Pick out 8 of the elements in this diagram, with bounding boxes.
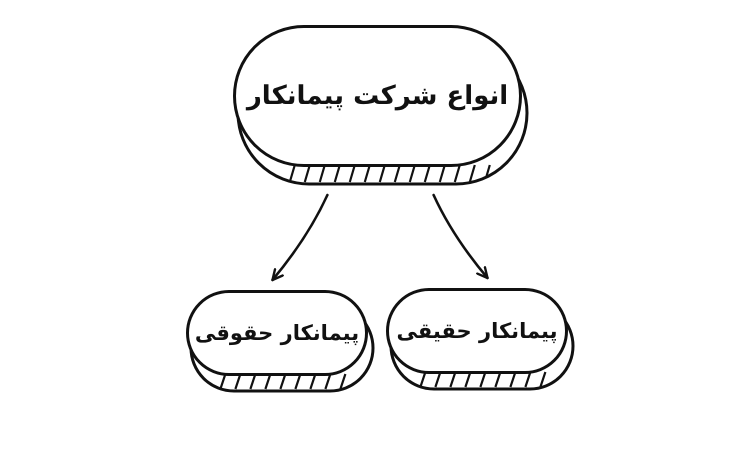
arrow [432,194,489,280]
rounded-box [186,290,374,392]
node-label: پیمانکار حقوقی [194,320,360,348]
node-label: پیمانکار حقیقی [396,318,558,346]
node-label: انواع شرکت پیمانکار [244,80,510,113]
rounded-box [233,25,528,185]
arrow [271,194,329,282]
rounded-box [386,288,574,390]
